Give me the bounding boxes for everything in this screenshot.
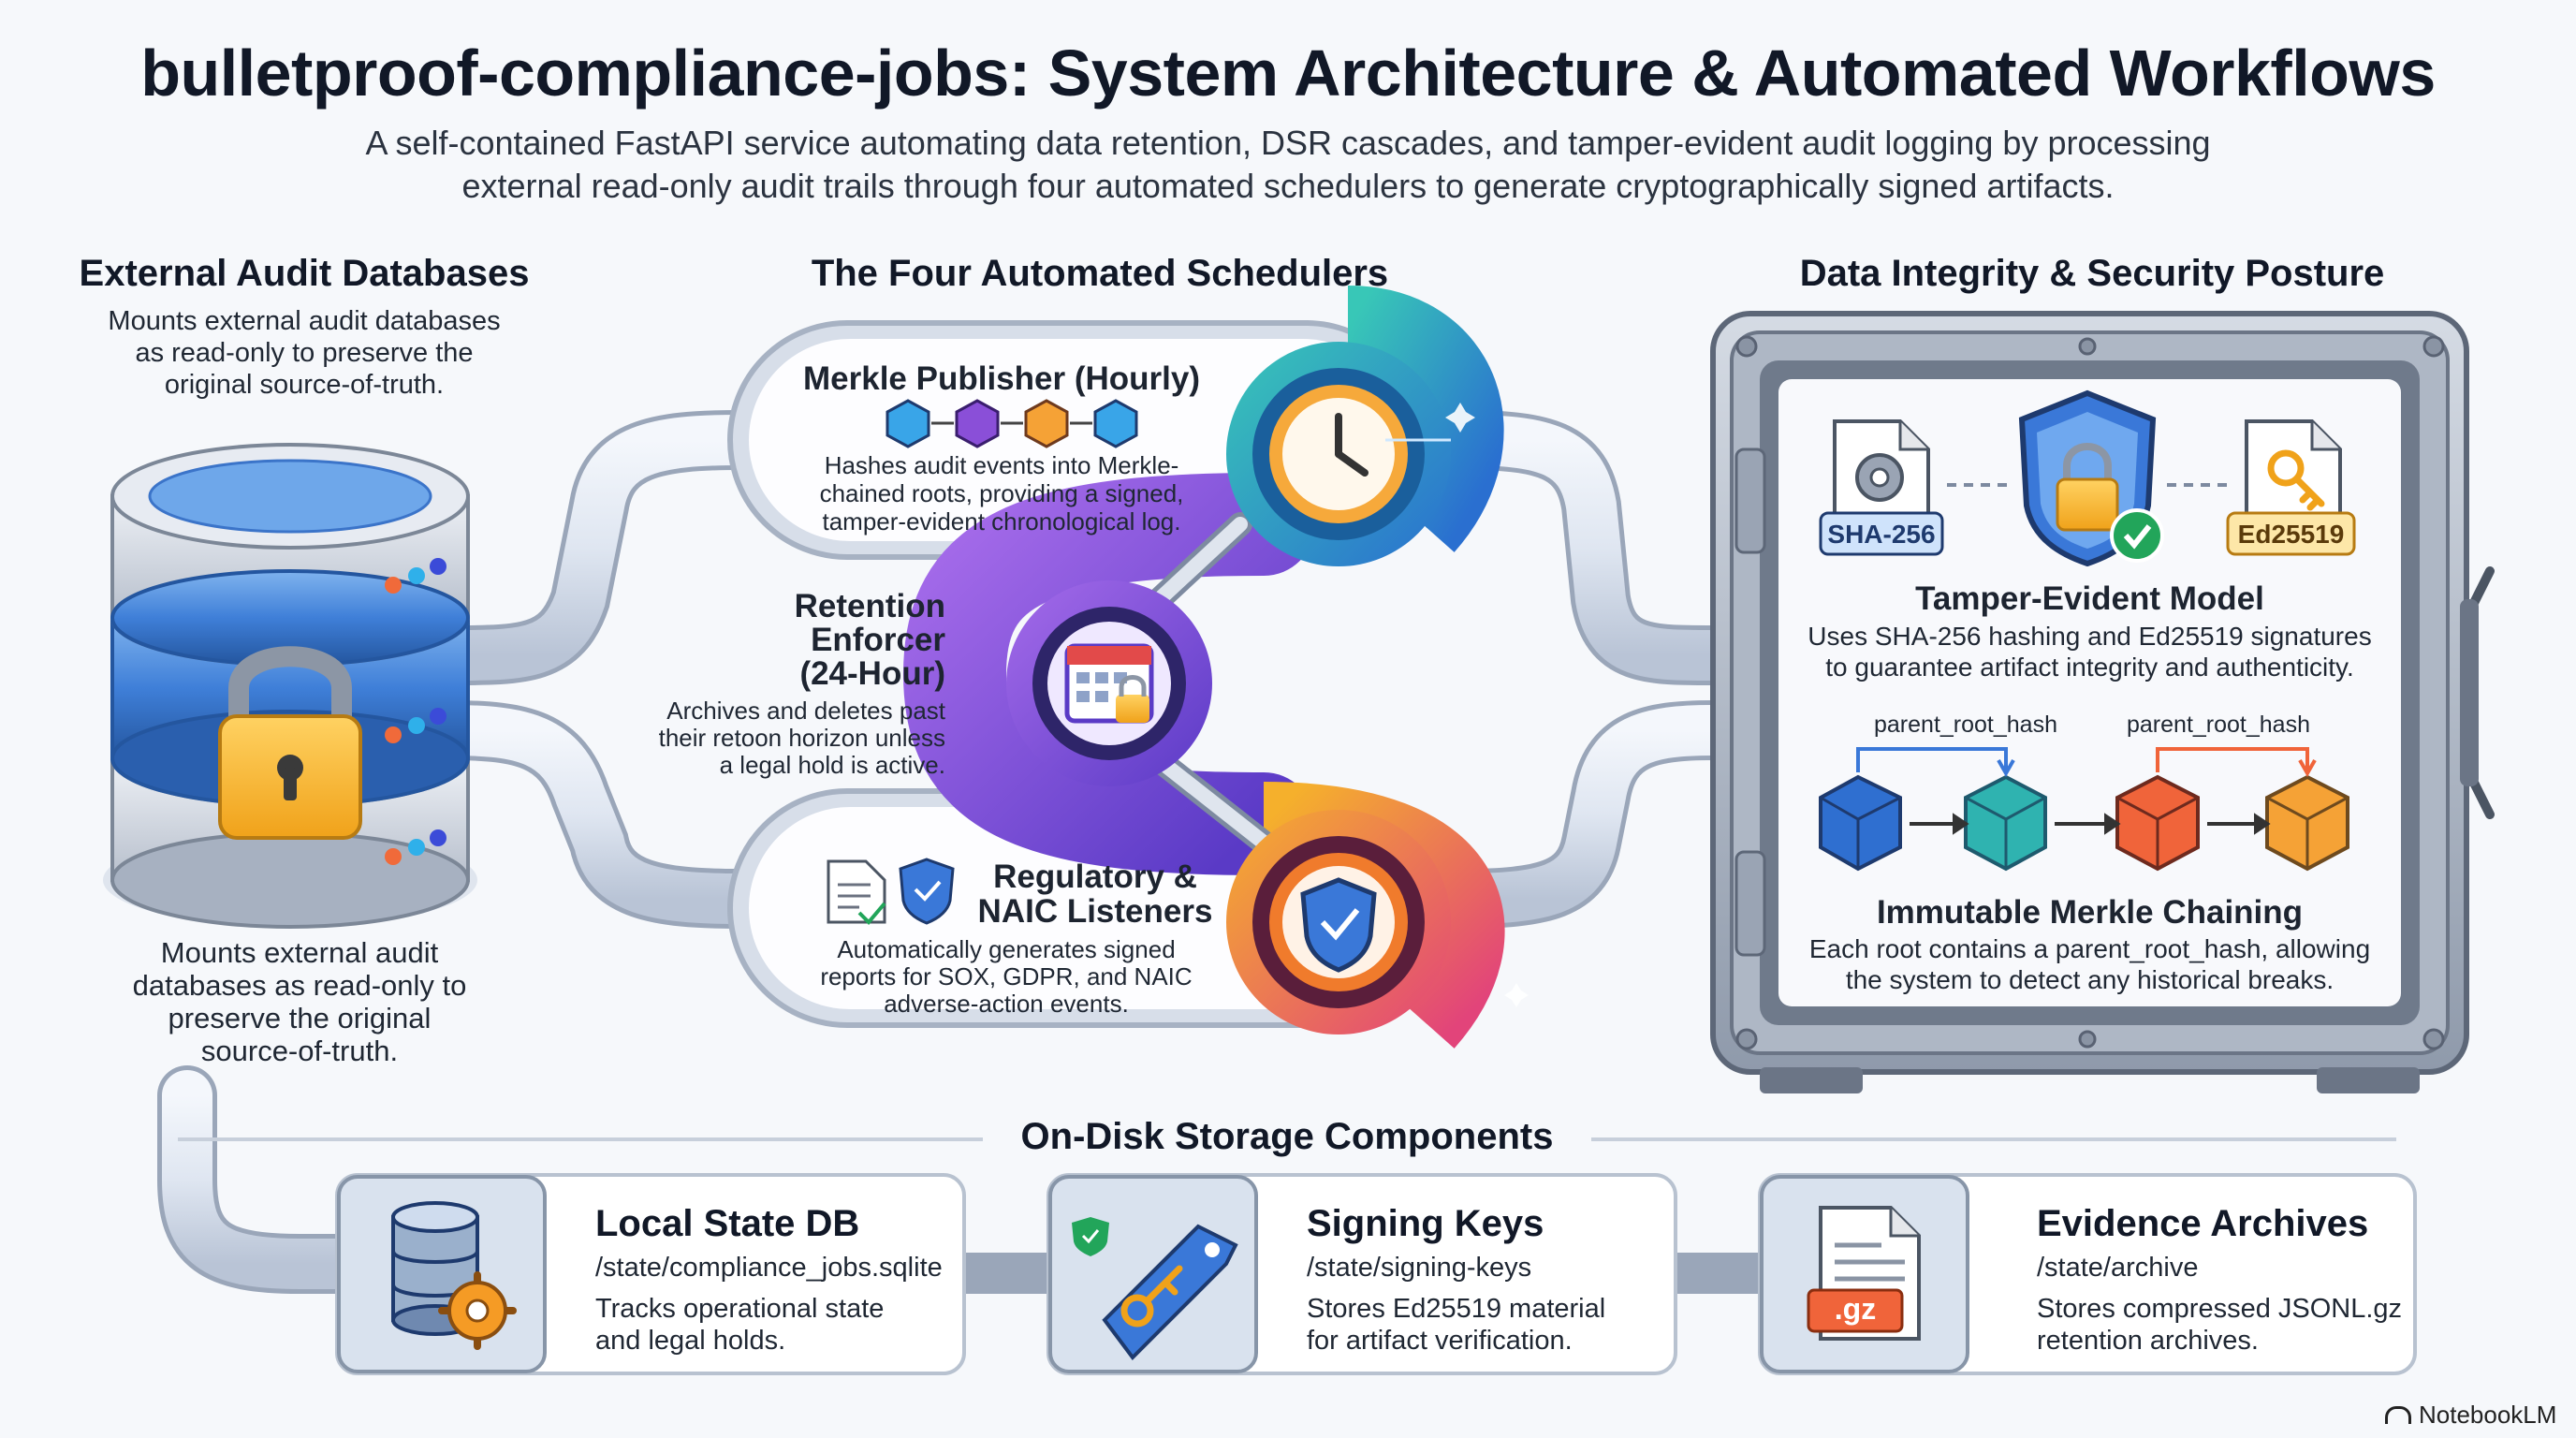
merkle-chaining-desc-line: the system to detect any historical brea… [1845, 965, 2334, 994]
key-document-icon [2226, 419, 2356, 556]
external-desc-top-line: Mounts external audit databases [108, 306, 501, 336]
gz-file-icon [1807, 1206, 1921, 1341]
external-desc-bottom-line: source-of-truth. [200, 1034, 399, 1067]
external-heading: External Audit Databases [79, 253, 530, 294]
signing-key-icon [1072, 1217, 1238, 1361]
storage-card-title: Signing Keys [1307, 1203, 1544, 1244]
regulatory-title-line: NAIC Listeners [977, 893, 1213, 930]
storage-card-path: /state/compliance_jobs.sqlite [595, 1253, 943, 1283]
regulatory-listeners-title: Regulatory & NAIC Listeners [964, 859, 1226, 929]
merkle-publisher-desc: Hashes audit events into Merkle- chained… [786, 451, 1217, 536]
storage-card-desc-line: and legal holds. [595, 1326, 786, 1356]
audit-database-icon [103, 443, 477, 929]
local-db-gear-icon [391, 1201, 517, 1350]
parent-root-hash-label-1: parent_root_hash [1874, 712, 2057, 738]
external-desc-top: Mounts external audit databases as read-… [37, 305, 571, 401]
page-subtitle: A self-contained FastAPI service automat… [258, 122, 2318, 208]
storage-card-local-state-db: Local State DB /state/compliance_jobs.sq… [595, 1203, 943, 1357]
shield-icon [1226, 810, 1451, 1034]
regulatory-desc-line: Automatically generates signed [837, 935, 1176, 963]
shield-lock-icon [2018, 389, 2164, 567]
storage-card-desc-line: Stores compressed JSONL.gz [2037, 1294, 2403, 1324]
storage-card-desc-line: Stores Ed25519 material [1307, 1294, 1606, 1324]
retention-desc-line: a legal hold is active. [719, 751, 945, 779]
merkle-chaining-title: Immutable Merkle Chaining [1876, 894, 2304, 931]
page-title: bulletproof-compliance-jobs: System Arch… [140, 37, 2436, 110]
regulatory-desc-line: adverse-action events. [884, 990, 1129, 1018]
storage-card-desc-line: for artifact verification. [1307, 1326, 1573, 1356]
storage-heading: On-Disk Storage Components [1020, 1116, 1554, 1157]
schedulers-heading: The Four Automated Schedulers [811, 253, 1389, 294]
external-desc-bottom-line: Mounts external audit [160, 936, 439, 969]
storage-card-desc: Stores compressed JSONL.gz retention arc… [2037, 1293, 2402, 1357]
gz-file-label: .gz [1834, 1292, 1877, 1326]
merkle-publisher-title: Merkle Publisher (Hourly) [803, 360, 1200, 397]
notebooklm-logo-icon [2385, 1406, 2411, 1424]
regulatory-title-line: Regulatory & [993, 858, 1197, 895]
subtitle-line-1: A self-contained FastAPI service automat… [365, 124, 2211, 162]
external-desc-top-line: original source-of-truth. [164, 370, 445, 400]
regulatory-listeners-desc: Automatically generates signed reports f… [796, 936, 1217, 1018]
storage-card-desc-line: retention archives. [2037, 1326, 2259, 1356]
storage-card-path: /state/signing-keys [1307, 1253, 1532, 1283]
notebooklm-label: NotebookLM [2419, 1401, 2557, 1429]
storage-card-title: Local State DB [595, 1203, 860, 1244]
ed25519-label: Ed25519 [2237, 520, 2345, 549]
subtitle-line-2: external read-only audit trails through … [461, 167, 2115, 205]
regulatory-desc-line: reports for SOX, GDPR, and NAIC [820, 962, 1193, 990]
merkle-desc-line: chained roots, providing a signed, [819, 479, 1184, 507]
calendar-lock-icon [1006, 580, 1212, 786]
merkle-chaining-desc: Each root contains a parent_root_hash, a… [1778, 933, 2401, 995]
sha-document-icon [1819, 419, 1944, 556]
parent-root-hash-label-2: parent_root_hash [2127, 712, 2310, 738]
storage-card-evidence-archives: Evidence Archives /state/archive Stores … [2037, 1203, 2402, 1357]
retention-enforcer-desc: Archives and deletes past their retoon h… [599, 697, 945, 779]
merkle-chain-icon [1819, 740, 2349, 872]
retention-title-line: Retention [794, 588, 945, 624]
external-desc-bottom: Mounts external audit databases as read-… [56, 936, 543, 1067]
tamper-desc-line: to guarantee artifact integrity and auth… [1825, 653, 2354, 682]
merkle-chaining-desc-line: Each root contains a parent_root_hash, a… [1808, 934, 2371, 963]
storage-card-signing-keys: Signing Keys /state/signing-keys Stores … [1307, 1203, 1605, 1357]
storage-card-desc-line: Tracks operational state [595, 1294, 885, 1324]
retention-desc-line: Archives and deletes past [666, 697, 945, 725]
storage-card-desc: Tracks operational state and legal holds… [595, 1293, 943, 1357]
external-desc-bottom-line: databases as read-only to [132, 969, 467, 1002]
retention-desc-line: their retoon horizon unless [658, 724, 945, 752]
external-desc-bottom-line: preserve the original [168, 1002, 432, 1034]
storage-card-desc: Stores Ed25519 material for artifact ver… [1307, 1293, 1605, 1357]
clock-icon [1226, 342, 1451, 566]
storage-card-title: Evidence Archives [2037, 1203, 2369, 1244]
external-desc-top-line: as read-only to preserve the [135, 338, 474, 368]
tamper-evident-title: Tamper-Evident Model [1915, 580, 2264, 617]
retention-enforcer-title: Retention Enforcer (24-Hour) [711, 590, 945, 691]
retention-title-line: (24-Hour) [799, 655, 945, 692]
tamper-evident-desc: Uses SHA-256 hashing and Ed25519 signatu… [1778, 621, 2401, 682]
tamper-desc-line: Uses SHA-256 hashing and Ed25519 signatu… [1808, 622, 2372, 651]
merkle-desc-line: Hashes audit events into Merkle- [824, 451, 1179, 479]
retention-title-line: Enforcer [811, 622, 945, 658]
report-document-icon [827, 858, 955, 925]
merkle-desc-line: tamper-evident chronological log. [822, 507, 1181, 536]
notebooklm-branding: NotebookLM [2385, 1401, 2556, 1430]
storage-card-path: /state/archive [2037, 1253, 2199, 1283]
merkle-chain-mini-icon [886, 399, 1138, 448]
integrity-heading: Data Integrity & Security Posture [1799, 253, 2385, 294]
sha256-label: SHA-256 [1827, 520, 1936, 549]
